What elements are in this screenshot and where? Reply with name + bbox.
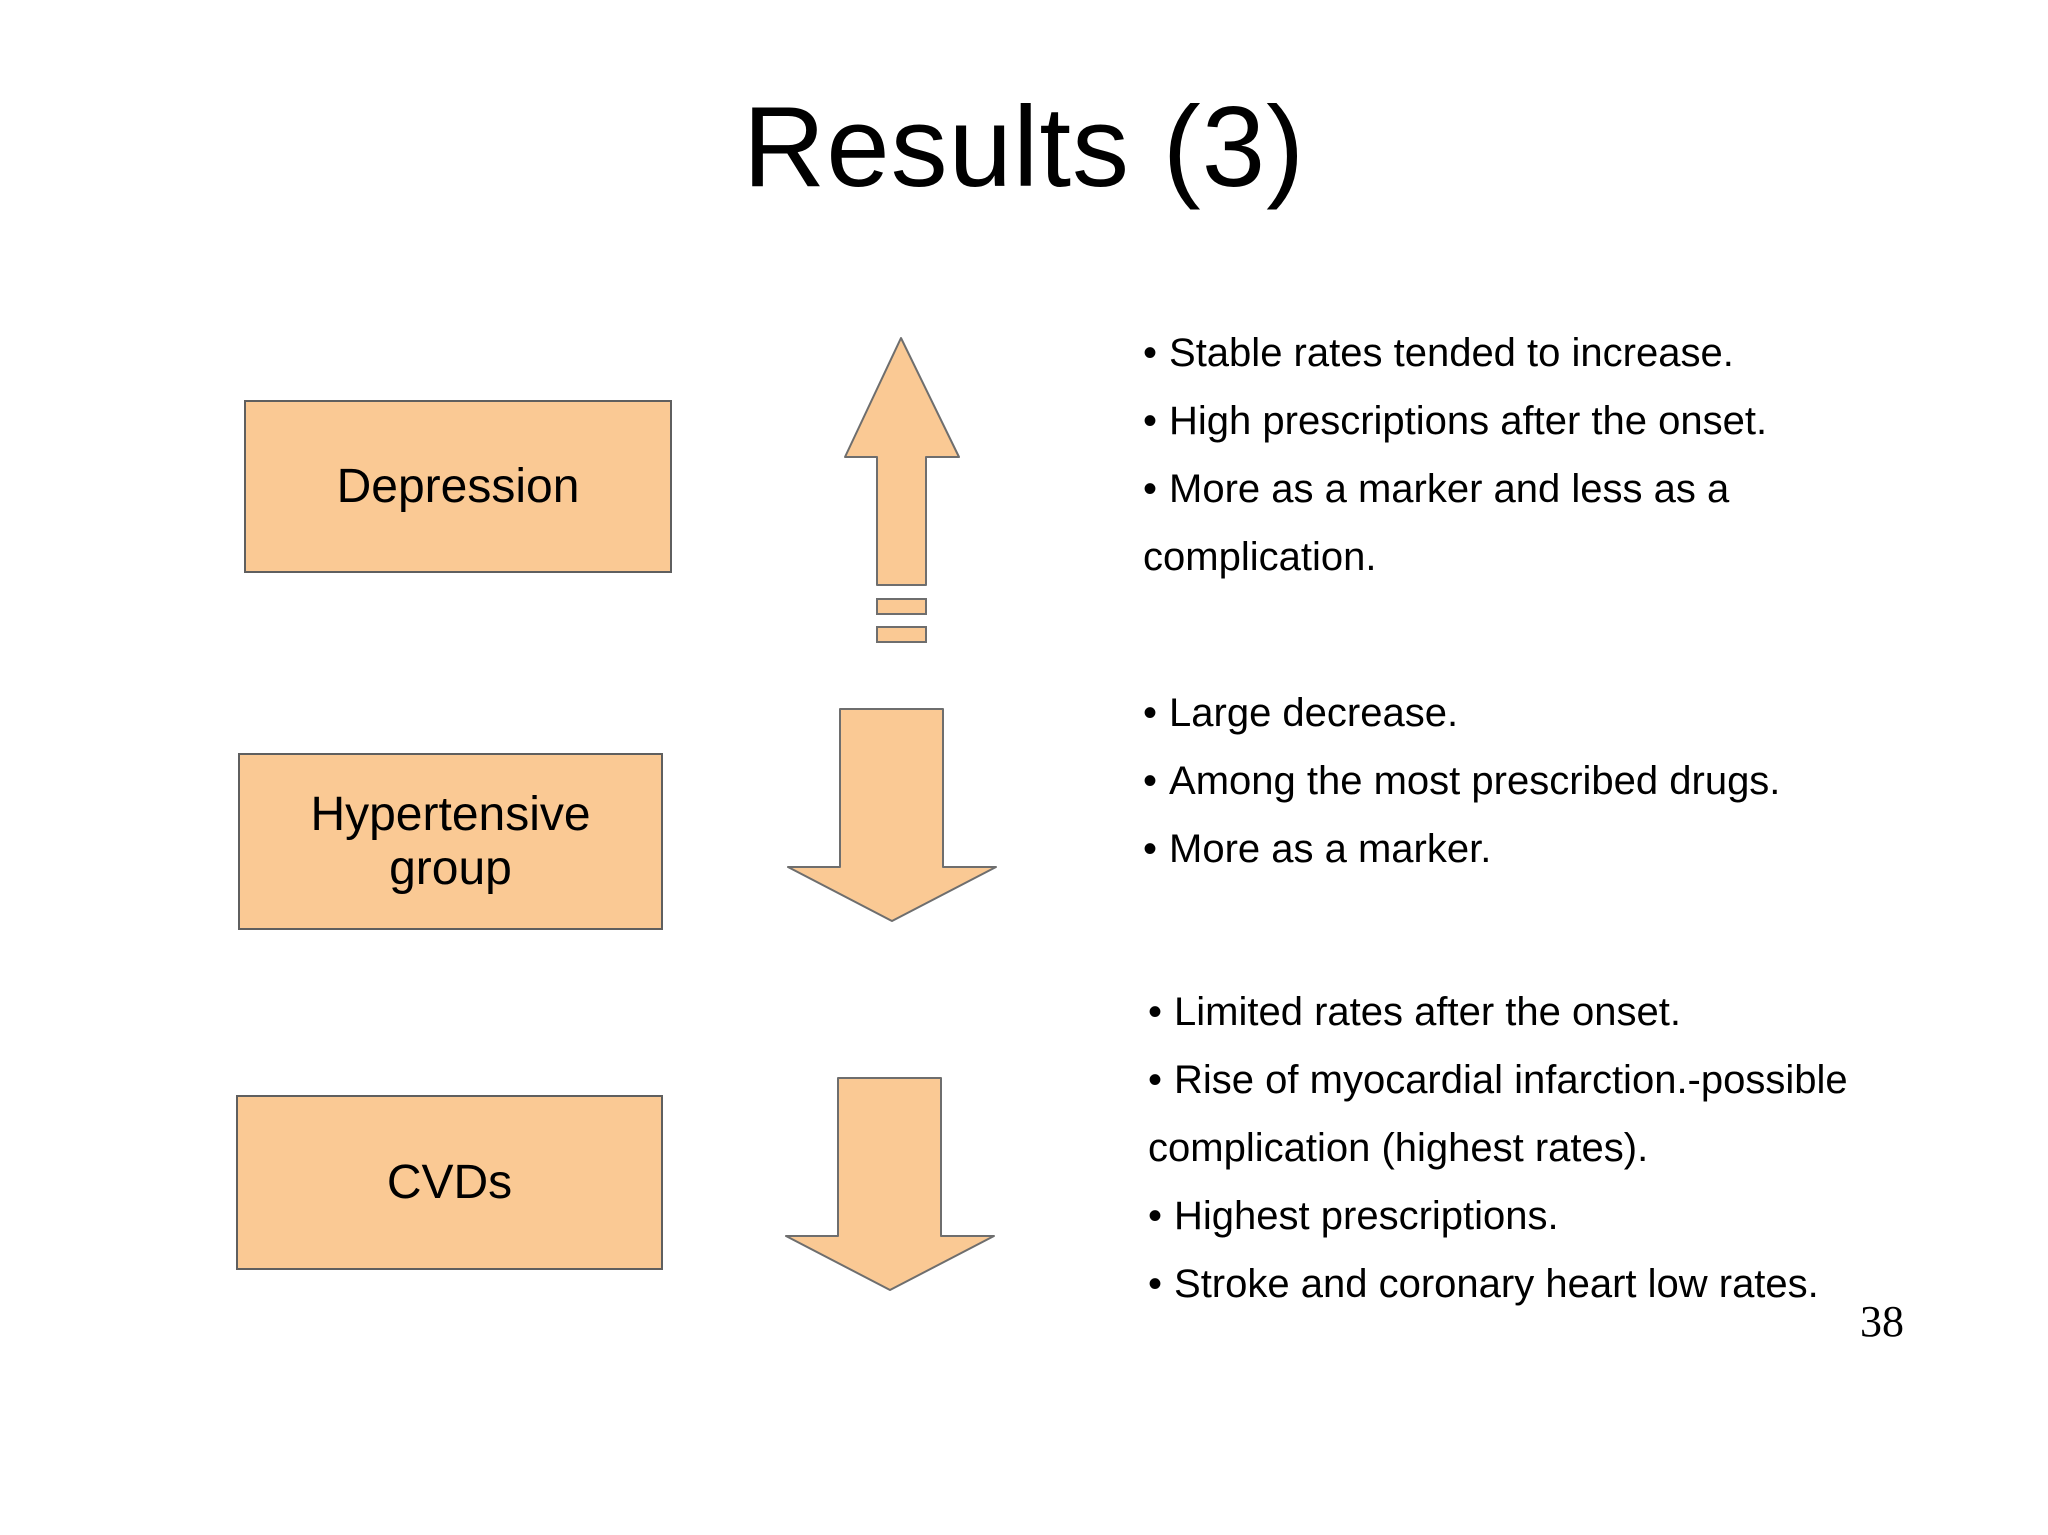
bullet-text: Rise of myocardial infarction.-possible <box>1174 1058 1848 1102</box>
bullet-marker: • <box>1148 1194 1163 1238</box>
bullet-line: •More as a marker and less as a <box>1143 455 1983 523</box>
bullet-marker: • <box>1143 399 1158 443</box>
depression-box-label: Depression <box>336 459 580 513</box>
bullet-line: •High prescriptions after the onset. <box>1143 387 1983 455</box>
bullet-marker: • <box>1148 1058 1163 1102</box>
bullet-line: •Among the most prescribed drugs. <box>1143 747 1983 815</box>
cvds-box: CVDs <box>236 1095 663 1270</box>
down-arrow-icon <box>782 1076 998 1292</box>
bullet-text: Among the most prescribed drugs. <box>1169 759 1781 803</box>
bullet-line: •More as a marker. <box>1143 815 1983 883</box>
bullet-text: Highest prescriptions. <box>1174 1194 1559 1238</box>
cvds-box-label: CVDs <box>386 1155 513 1209</box>
depression-bullet-list: •Stable rates tended to increase. •High … <box>1143 319 1983 591</box>
bullet-text: High prescriptions after the onset. <box>1169 399 1768 443</box>
bullet-marker: • <box>1143 331 1158 375</box>
bullet-marker: • <box>1143 691 1158 735</box>
bullet-line-continuation: complication. <box>1143 523 1983 591</box>
page-number: 38 <box>1860 1297 1904 1346</box>
striped-up-arrow-icon <box>843 336 961 644</box>
bullet-line: •Stroke and coronary heart low rates. <box>1148 1250 1988 1318</box>
slide-title: Results (3) <box>742 84 1306 211</box>
bullet-text: More as a marker and less as a <box>1169 467 1730 511</box>
bullet-line: •Highest prescriptions. <box>1148 1182 1988 1250</box>
bullet-line: •Stable rates tended to increase. <box>1143 319 1983 387</box>
bullet-marker: • <box>1148 990 1163 1034</box>
bullet-text: Stroke and coronary heart low rates. <box>1174 1262 1819 1306</box>
bullet-text: complication (highest rates). <box>1148 1126 1649 1170</box>
bullet-text: More as a marker. <box>1169 827 1492 871</box>
bullet-marker: • <box>1143 467 1158 511</box>
bullet-marker: • <box>1143 759 1158 803</box>
bullet-text: Stable rates tended to increase. <box>1169 331 1734 375</box>
bullet-text: complication. <box>1143 535 1377 579</box>
down-arrow-icon <box>784 707 1000 923</box>
bullet-text: Limited rates after the onset. <box>1174 990 1681 1034</box>
hypertensive-group-box-label: Hypertensive group <box>310 787 591 895</box>
hypertensive-group-box: Hypertensive group <box>238 753 663 930</box>
bullet-text: Large decrease. <box>1169 691 1459 735</box>
depression-box: Depression <box>244 400 672 573</box>
bullet-marker: • <box>1143 827 1158 871</box>
bullet-marker: • <box>1148 1262 1163 1306</box>
bullet-line: •Large decrease. <box>1143 679 1983 747</box>
bullet-line: •Limited rates after the onset. <box>1148 978 1988 1046</box>
bullet-line-continuation: complication (highest rates). <box>1148 1114 1988 1182</box>
bullet-line: •Rise of myocardial infarction.-possible <box>1148 1046 1988 1114</box>
hypertensive-bullet-list: •Large decrease. •Among the most prescri… <box>1143 679 1983 883</box>
cvds-bullet-list: •Limited rates after the onset. •Rise of… <box>1148 978 1988 1318</box>
